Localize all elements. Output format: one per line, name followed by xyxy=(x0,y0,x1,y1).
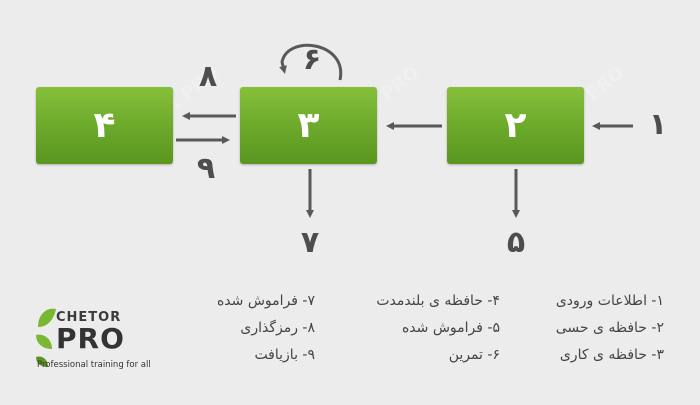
legend-column-3: ۷- فراموش شده ۸- رمزگذاری ۹- بازیافت xyxy=(217,288,315,369)
legend-item: ۶- تمرین xyxy=(448,347,500,363)
arrow-rehearsal-loop xyxy=(279,43,343,81)
legend-item: ۷- فراموش شده xyxy=(216,293,315,309)
label-encoding-number: ۸ xyxy=(198,59,218,94)
legend-item: ۳- حافظه ی کاری xyxy=(559,347,664,363)
label-forgotten-sensory-number: ۵ xyxy=(506,225,526,260)
logo-text-top: CHETOR xyxy=(56,310,122,325)
box-label: ۲ xyxy=(504,105,527,146)
label-rehearsal-number: ۶ xyxy=(302,42,322,77)
legend-item: ۲- حافظه ی حسی xyxy=(555,320,664,336)
label-retrieval-number: ۹ xyxy=(196,151,216,186)
logo-tagline: Professional training for all xyxy=(37,360,151,370)
legend-item: ۹- بازیافت xyxy=(254,347,315,363)
label-input-number: ۱ xyxy=(648,107,668,142)
legend-item: ۸- رمزگذاری xyxy=(240,320,315,336)
logo-text-main: PRO xyxy=(56,322,125,355)
box-long-term-memory: ۴ xyxy=(36,87,173,164)
box-sensory-memory: ۲ xyxy=(447,87,584,164)
legend-column-2: ۴- حافظه ی بلندمدت ۵- فراموش شده ۶- تمری… xyxy=(376,288,500,369)
legend-item: ۴- حافظه ی بلندمدت xyxy=(376,293,500,309)
logo-leaf-icon xyxy=(36,308,56,367)
legend-column-1: ۱- اطلاعات ورودی ۲- حافظه ی حسی ۳- حافظه… xyxy=(556,288,664,369)
legend-item: ۵- فراموش شده xyxy=(401,320,500,336)
box-label: ۳ xyxy=(297,105,320,146)
box-working-memory: ۳ xyxy=(240,87,377,164)
label-forgotten-working-number: ۷ xyxy=(300,225,320,260)
legend-item: ۱- اطلاعات ورودی xyxy=(555,293,664,309)
box-label: ۴ xyxy=(93,105,116,146)
